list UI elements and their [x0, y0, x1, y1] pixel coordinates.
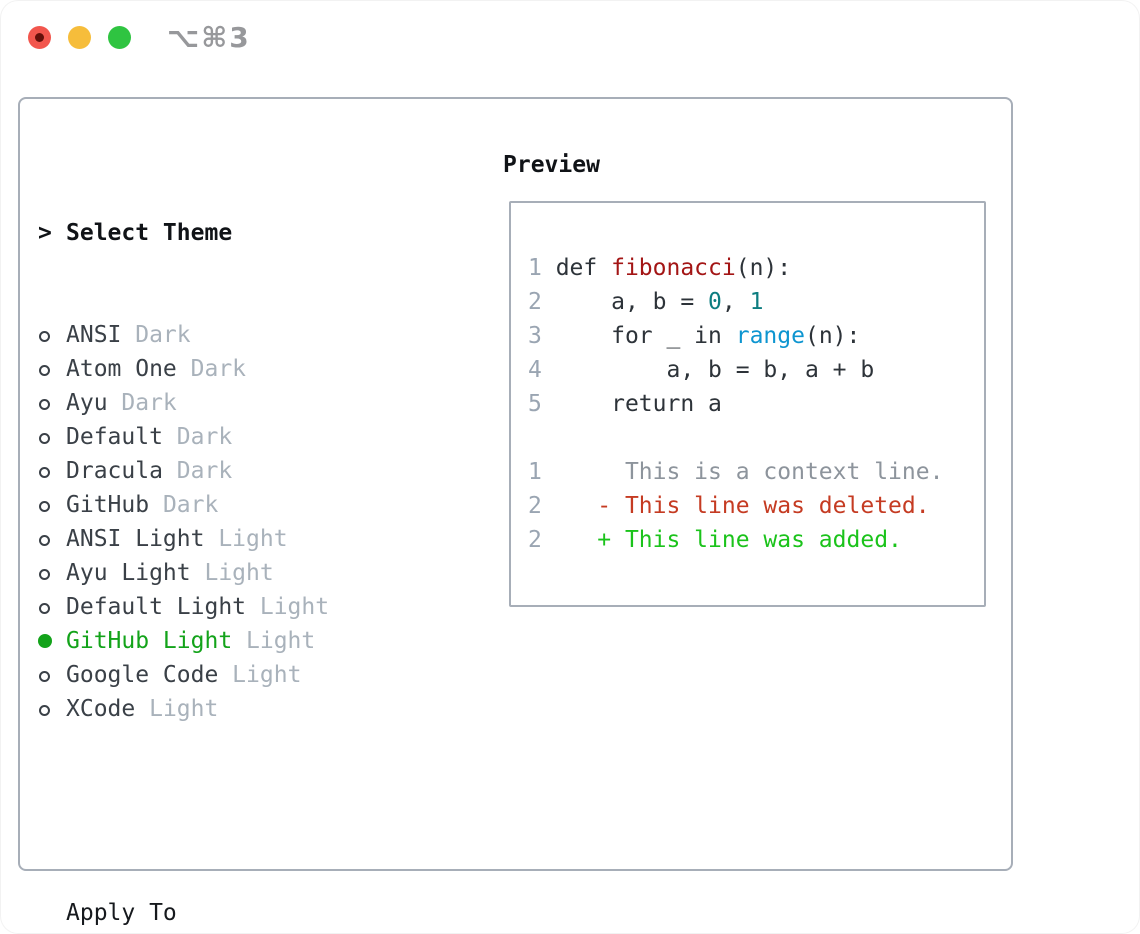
preview-column: Preview — [503, 148, 600, 182]
titlebar: ⌥⌘3 — [0, 0, 1140, 75]
minimize-button[interactable] — [68, 26, 91, 49]
radio-unselected-icon — [38, 352, 66, 386]
theme-variant: Dark — [176, 356, 247, 382]
code-line-6 — [528, 421, 984, 455]
theme-name: Default — [66, 424, 163, 450]
code-line-1: 1 def fibonacci(n): — [528, 255, 792, 281]
preview-code: 1 def fibonacci(n): 2 a, b = 0, 1 3 for _ … — [511, 203, 984, 557]
radio-unselected-icon — [38, 522, 66, 556]
theme-name: Dracula — [66, 458, 163, 484]
theme-variant: Light — [190, 560, 274, 586]
radio-unselected-icon — [38, 658, 66, 692]
theme-variant: Dark — [162, 458, 233, 484]
theme-option-default-light[interactable]: Default Light Light — [38, 590, 426, 624]
theme-option-google-code[interactable]: Google Code Light — [38, 658, 426, 692]
select-theme-header: > Select Theme — [38, 216, 426, 250]
theme-variant: Dark — [121, 322, 191, 348]
theme-option-xcode[interactable]: XCode Light — [38, 692, 426, 726]
theme-name: Google Code — [66, 662, 219, 688]
theme-variant: Dark — [162, 424, 233, 450]
radio-unselected-icon — [38, 420, 66, 454]
code-line-3: 3 for _ in range(n): — [528, 323, 861, 349]
apply-to-label: Apply To — [66, 900, 177, 926]
theme-name: GitHub — [66, 492, 150, 518]
preview-label: Preview — [503, 152, 600, 178]
theme-variant: Light — [204, 526, 288, 552]
theme-name: Ayu — [66, 390, 108, 416]
theme-name: Default Light — [66, 594, 247, 620]
theme-name: ANSI Light — [66, 526, 205, 552]
theme-option-ayu[interactable]: Ayu Dark — [38, 386, 426, 420]
radio-unselected-icon — [38, 556, 66, 590]
code-line-9: 2 + This line was added. — [528, 527, 902, 553]
code-line-2: 2 a, b = 0, 1 — [528, 289, 764, 315]
code-line-5: 5 return a — [528, 391, 722, 417]
close-button[interactable] — [28, 26, 51, 49]
radio-unselected-icon — [38, 488, 66, 522]
theme-option-ansi[interactable]: ANSI Dark — [38, 318, 426, 352]
apply-to-header: Apply To — [38, 896, 426, 930]
radio-unselected-icon — [38, 318, 66, 352]
theme-option-github-light[interactable]: GitHub Light Light — [38, 624, 426, 658]
theme-option-ansi-light[interactable]: ANSI Light Light — [38, 522, 426, 556]
theme-name: ANSI — [66, 322, 122, 348]
theme-variant: Light — [218, 662, 302, 688]
preview-box: 1 def fibonacci(n): 2 a, b = 0, 1 3 for _ … — [509, 201, 986, 607]
radio-unselected-icon — [38, 692, 66, 726]
close-dot-icon — [35, 33, 44, 42]
select-theme-label: Select Theme — [66, 220, 233, 246]
theme-name: Ayu Light — [66, 560, 191, 586]
theme-name: GitHub Light — [66, 628, 233, 654]
code-line-8: 2 - This line was deleted. — [528, 493, 930, 519]
radio-selected-icon — [38, 624, 66, 658]
theme-variant: Light — [232, 628, 316, 654]
theme-variant: Light — [135, 696, 219, 722]
theme-name: XCode — [66, 696, 136, 722]
cursor-arrow-icon: > — [38, 220, 52, 246]
theme-option-github[interactable]: GitHub Dark — [38, 488, 426, 522]
theme-variant: Dark — [149, 492, 219, 518]
theme-option-ayu-light[interactable]: Ayu Light Light — [38, 556, 426, 590]
theme-option-dracula[interactable]: Dracula Dark — [38, 454, 426, 488]
zoom-button[interactable] — [108, 26, 131, 49]
radio-unselected-icon — [38, 386, 66, 420]
radio-unselected-icon — [38, 590, 66, 624]
theme-option-default[interactable]: Default Dark — [38, 420, 426, 454]
theme-variant: Light — [246, 594, 330, 620]
code-line-4: 4 a, b = b, a + b — [528, 357, 875, 383]
code-line-7: 1 This is a context line. — [528, 459, 944, 485]
theme-variant: Dark — [107, 390, 177, 416]
theme-option-atom-one[interactable]: Atom One Dark — [38, 352, 426, 386]
spacer — [38, 794, 426, 828]
window-title: ⌥⌘3 — [167, 21, 251, 54]
radio-unselected-icon — [38, 454, 66, 488]
theme-name: Atom One — [66, 356, 177, 382]
